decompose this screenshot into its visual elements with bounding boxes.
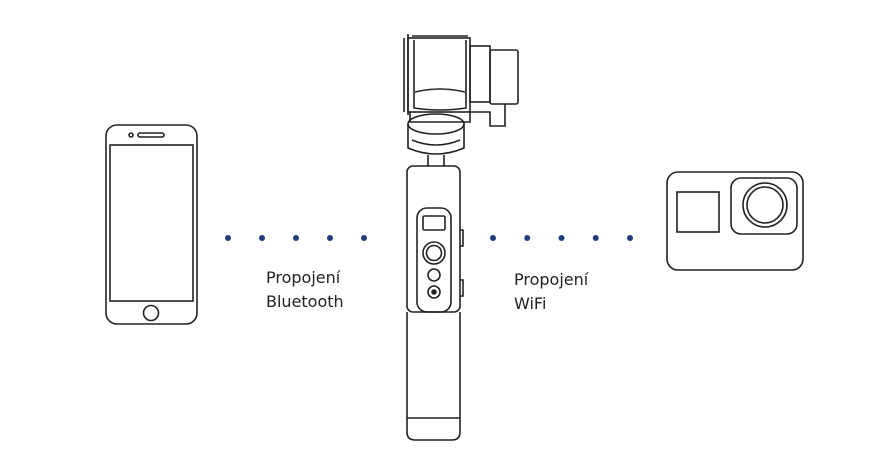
action-camera-icon	[666, 171, 804, 271]
wifi-dot	[627, 235, 633, 241]
wifi-dot	[558, 235, 565, 241]
wifi-connection-label: Propojení WiFi	[514, 268, 588, 316]
wifi-dot	[592, 235, 599, 241]
smartphone-icon	[105, 124, 198, 325]
bluetooth-dot	[225, 235, 231, 241]
bluetooth-dot	[361, 235, 367, 241]
bluetooth-connection-dots	[225, 235, 367, 241]
gimbal-stabilizer-icon	[403, 34, 519, 441]
bluetooth-label-line1: Propojení	[266, 268, 341, 287]
bluetooth-connection-label: Propojení Bluetooth	[266, 266, 344, 314]
wifi-label-line1: Propojení	[514, 270, 589, 289]
bluetooth-dot	[259, 235, 265, 241]
bluetooth-label-line2: Bluetooth	[266, 292, 344, 311]
wifi-dot	[524, 235, 531, 241]
bluetooth-dot	[327, 235, 333, 241]
wifi-dot	[490, 235, 496, 241]
wifi-connection-dots	[490, 235, 633, 241]
wifi-label-line2: WiFi	[514, 294, 547, 313]
bluetooth-dot	[293, 235, 299, 241]
